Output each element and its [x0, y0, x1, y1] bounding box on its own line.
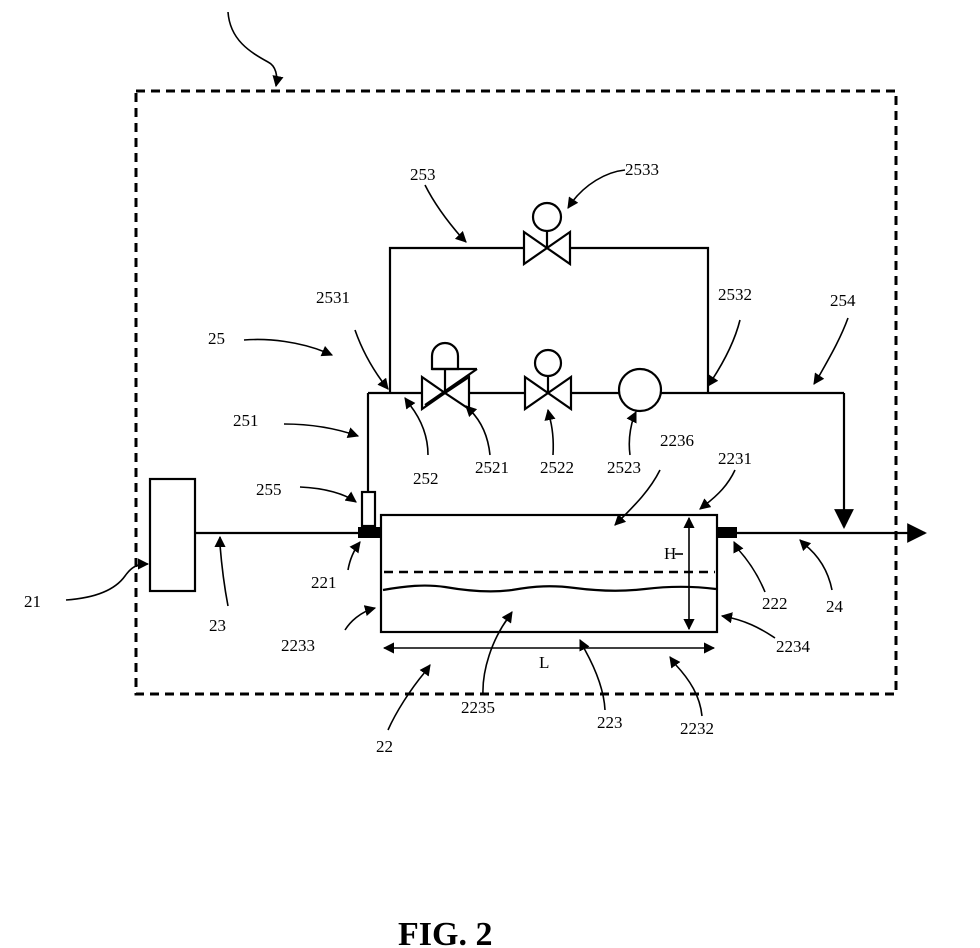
leader-2532 — [708, 320, 740, 386]
label-2521: 2521 — [475, 458, 509, 477]
leader-2533 — [568, 170, 625, 208]
sensor-255 — [362, 492, 375, 526]
leader-221 — [348, 542, 360, 570]
leader-system-boundary — [228, 12, 277, 86]
label-2532: 2532 — [718, 285, 752, 304]
label-2522: 2522 — [540, 458, 574, 477]
leader-254 — [814, 318, 848, 384]
liquid-surface-wave — [383, 586, 716, 592]
label-221: 221 — [311, 573, 337, 592]
label-2236: 2236 — [660, 431, 694, 450]
leader-2234 — [722, 616, 775, 638]
label-2233: 2233 — [281, 636, 315, 655]
leader-222 — [734, 542, 765, 592]
label-25: 25 — [208, 329, 225, 348]
label-2235: 2235 — [461, 698, 495, 717]
label-2533: 2533 — [625, 160, 659, 179]
leader-2521 — [466, 406, 490, 455]
label-254: 254 — [830, 291, 856, 310]
leader-2235 — [483, 612, 512, 695]
leader-2523 — [629, 412, 636, 455]
pressure-reducing-valve-2521 — [422, 343, 477, 409]
leader-2233 — [345, 608, 375, 630]
leader-2231 — [700, 470, 735, 509]
label-2234: 2234 — [776, 637, 811, 656]
label-222: 222 — [762, 594, 788, 613]
label-23: 23 — [209, 616, 226, 635]
leader-25 — [244, 340, 332, 356]
leader-251 — [284, 424, 358, 436]
inlet-connector — [358, 527, 380, 538]
figure-caption: FIG. 2 — [398, 916, 492, 948]
valve-2533 — [524, 203, 570, 264]
leader-24 — [800, 540, 832, 590]
leader-2531 — [355, 330, 388, 389]
leader-2232 — [670, 657, 702, 716]
label-253: 253 — [410, 165, 436, 184]
gauge-2523 — [619, 369, 661, 411]
label-24: 24 — [826, 597, 844, 616]
outlet-connector — [717, 527, 737, 538]
label-252: 252 — [413, 469, 439, 488]
label-2531: 2531 — [316, 288, 350, 307]
leader-223 — [580, 640, 605, 710]
valve-2522 — [525, 350, 571, 409]
tank-body — [381, 515, 717, 632]
label-L: L — [539, 653, 549, 672]
label-2231: 2231 — [718, 449, 752, 468]
label-251: 251 — [233, 411, 259, 430]
label-H: H — [664, 544, 676, 563]
leader-255 — [300, 487, 356, 502]
label-2232: 2232 — [680, 719, 714, 738]
leader-22 — [388, 665, 430, 730]
label-22: 22 — [376, 737, 393, 756]
leader-253 — [425, 185, 466, 242]
leader-2522 — [548, 410, 553, 455]
label-21: 21 — [24, 592, 41, 611]
source-unit-box — [150, 479, 195, 591]
label-255: 255 — [256, 480, 282, 499]
label-223: 223 — [597, 713, 623, 732]
leader-23 — [220, 537, 228, 606]
leader-2236 — [615, 470, 660, 525]
label-2523: 2523 — [607, 458, 641, 477]
